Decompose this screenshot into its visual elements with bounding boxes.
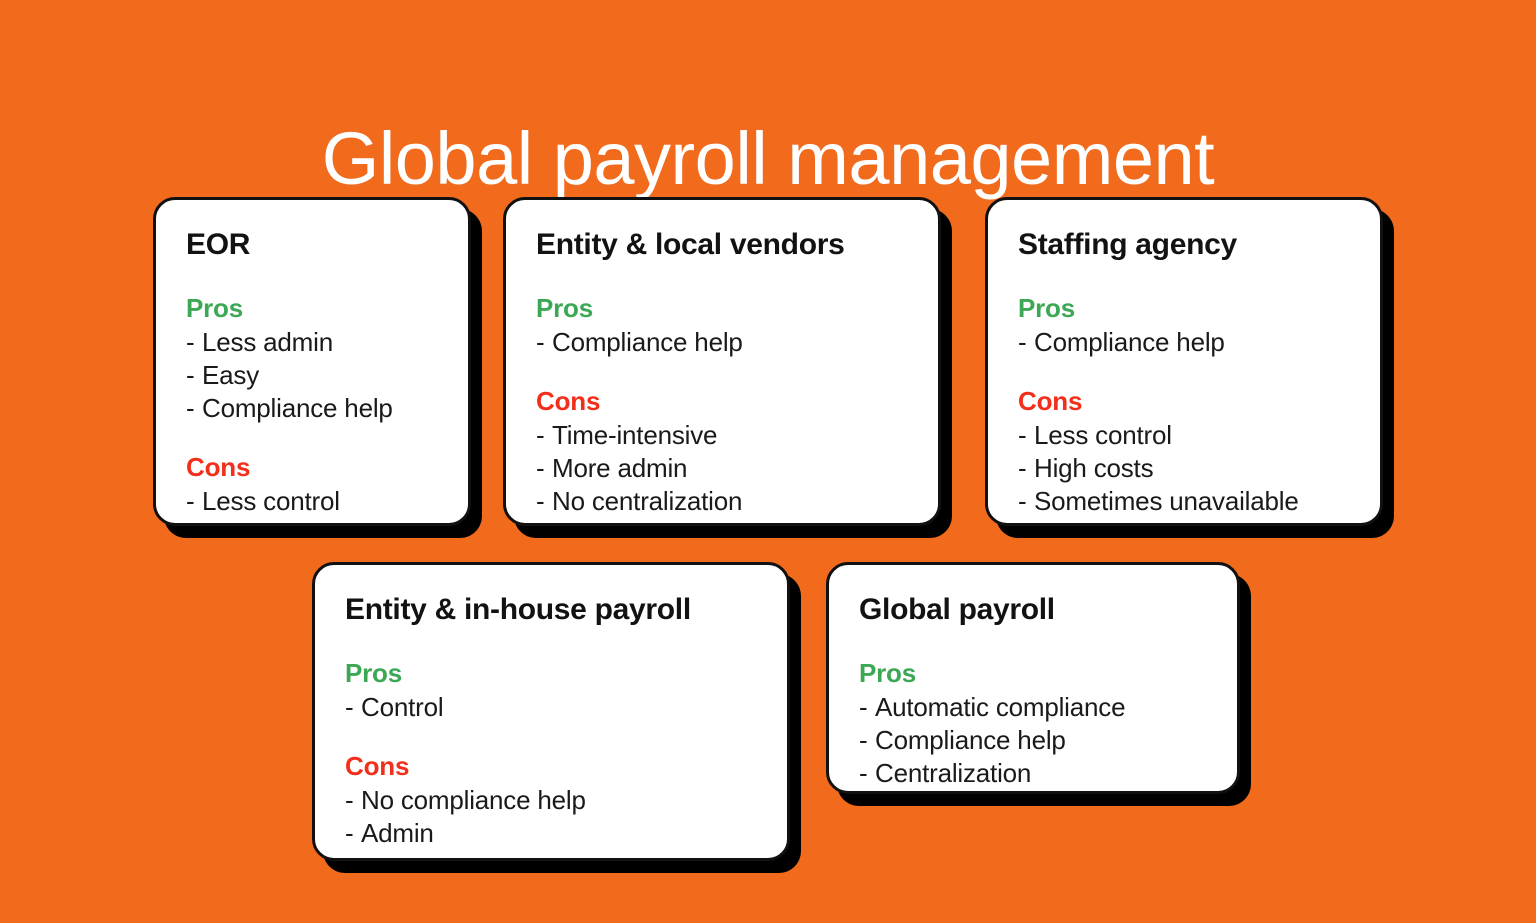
bullet-dash-icon: - — [536, 453, 545, 483]
bullet-dash-icon: - — [1018, 453, 1027, 483]
list-item-label: Control — [361, 692, 444, 722]
card-global-payroll: Global payroll Pros -Automatic complianc… — [826, 562, 1240, 794]
card-entity-in-house-payroll: Entity & in-house payroll Pros -Control … — [312, 562, 790, 861]
list-item-label: More admin — [552, 453, 688, 483]
bullet-dash-icon: - — [536, 327, 545, 357]
list-item-label: Less admin — [202, 327, 333, 357]
pros-list: -Less admin -Easy -Compliance help — [186, 326, 438, 425]
cons-heading: Cons — [186, 452, 251, 482]
list-item: -Compliance help — [186, 392, 438, 425]
list-item: -Easy — [186, 359, 438, 392]
list-item: -No centralization — [536, 485, 908, 518]
card-eor: EOR Pros -Less admin -Easy -Compliance h… — [153, 197, 471, 526]
pros-section: Pros -Automatic compliance -Compliance h… — [859, 657, 1207, 790]
cons-section: Cons -Less control -High costs -Sometime… — [1018, 385, 1350, 518]
pros-heading: Pros — [1018, 293, 1076, 323]
pros-list: -Control — [345, 691, 757, 724]
bullet-dash-icon: - — [536, 420, 545, 450]
cons-section: Cons -No compliance help -Admin — [345, 750, 757, 850]
page-title: Global payroll management — [321, 116, 1215, 200]
list-item: -More admin — [536, 452, 908, 485]
bullet-dash-icon: - — [859, 725, 868, 755]
list-item-label: Automatic compliance — [875, 692, 1126, 722]
list-item: -Sometimes unavailable — [1018, 485, 1350, 518]
cons-list: -No compliance help -Admin — [345, 784, 757, 850]
card-staffing-agency: Staffing agency Pros -Compliance help Co… — [985, 197, 1383, 526]
cons-section: Cons -Time-intensive -More admin -No cen… — [536, 385, 908, 518]
pros-heading: Pros — [345, 658, 403, 688]
card-entity-local-vendors: Entity & local vendors Pros -Compliance … — [503, 197, 941, 526]
pros-section: Pros -Compliance help — [1018, 292, 1350, 359]
cons-list: -Less control — [186, 485, 438, 518]
card-title: Global payroll — [859, 593, 1055, 626]
pros-heading: Pros — [536, 293, 594, 323]
bullet-dash-icon: - — [345, 818, 354, 848]
bullet-dash-icon: - — [186, 360, 195, 390]
pros-heading: Pros — [859, 658, 917, 688]
pros-list: -Automatic compliance -Compliance help -… — [859, 691, 1207, 790]
list-item: -Centralization — [859, 757, 1207, 790]
pros-section: Pros -Compliance help — [536, 292, 908, 359]
cons-list: -Time-intensive -More admin -No centrali… — [536, 419, 908, 518]
card-title: Staffing agency — [1018, 228, 1237, 261]
bullet-dash-icon: - — [859, 758, 868, 788]
list-item-label: Compliance help — [875, 725, 1066, 755]
bullet-dash-icon: - — [1018, 327, 1027, 357]
bullet-dash-icon: - — [186, 486, 195, 516]
list-item-label: Time-intensive — [552, 420, 718, 450]
list-item: -Compliance help — [536, 326, 908, 359]
list-item-label: Compliance help — [202, 393, 393, 423]
list-item: -Less control — [186, 485, 438, 518]
list-item-label: Admin — [361, 818, 434, 848]
list-item: -Less control — [1018, 419, 1350, 452]
bullet-dash-icon: - — [345, 692, 354, 722]
list-item-label: Less control — [202, 486, 340, 516]
list-item: -Admin — [345, 817, 757, 850]
list-item-label: Compliance help — [552, 327, 743, 357]
bullet-dash-icon: - — [1018, 486, 1027, 516]
list-item: -Control — [345, 691, 757, 724]
bullet-dash-icon: - — [186, 393, 195, 423]
list-item: -Less admin — [186, 326, 438, 359]
card-title: Entity & local vendors — [536, 228, 845, 261]
bullet-dash-icon: - — [859, 692, 868, 722]
list-item: -High costs — [1018, 452, 1350, 485]
list-item-label: Compliance help — [1034, 327, 1225, 357]
list-item-label: Sometimes unavailable — [1034, 486, 1299, 516]
pros-list: -Compliance help — [1018, 326, 1350, 359]
card-title: Entity & in-house payroll — [345, 593, 691, 626]
cons-section: Cons -Less control — [186, 451, 438, 518]
list-item-label: High costs — [1034, 453, 1154, 483]
list-item-label: Less control — [1034, 420, 1172, 450]
list-item: -Compliance help — [1018, 326, 1350, 359]
list-item: -No compliance help — [345, 784, 757, 817]
pros-heading: Pros — [186, 293, 244, 323]
cons-heading: Cons — [1018, 386, 1083, 416]
cons-heading: Cons — [536, 386, 601, 416]
list-item-label: Centralization — [875, 758, 1032, 788]
card-title: EOR — [186, 228, 251, 261]
pros-section: Pros -Control — [345, 657, 757, 724]
list-item: -Automatic compliance — [859, 691, 1207, 724]
pros-section: Pros -Less admin -Easy -Compliance help — [186, 292, 438, 425]
list-item-label: Easy — [202, 360, 260, 390]
list-item: -Time-intensive — [536, 419, 908, 452]
bullet-dash-icon: - — [1018, 420, 1027, 450]
list-item-label: No compliance help — [361, 785, 586, 815]
cons-list: -Less control -High costs -Sometimes una… — [1018, 419, 1350, 518]
list-item-label: No centralization — [552, 486, 743, 516]
list-item: -Compliance help — [859, 724, 1207, 757]
pros-list: -Compliance help — [536, 326, 908, 359]
bullet-dash-icon: - — [186, 327, 195, 357]
bullet-dash-icon: - — [536, 486, 545, 516]
cons-heading: Cons — [345, 751, 410, 781]
bullet-dash-icon: - — [345, 785, 354, 815]
